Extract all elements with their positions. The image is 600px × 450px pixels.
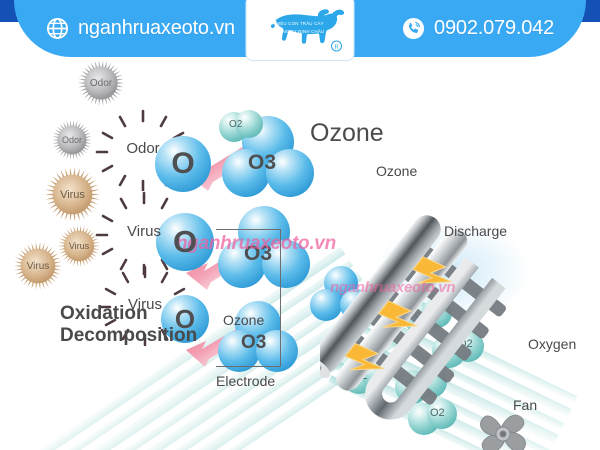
burst-virus-label: Virus — [127, 222, 161, 240]
company-logo-card[interactable]: HIỆU CON TRÂU CÀY CÔNG TY ĐỊNH CHÂU R — [245, 0, 355, 61]
burst-odor-label: Odor — [126, 139, 160, 157]
particle-virus-label: Virus — [26, 260, 50, 272]
burst-virus-label: Virus — [128, 295, 162, 313]
particle-virus: Virus — [45, 167, 100, 222]
ozone-molecule: O3 — [218, 205, 310, 293]
ozone-molecule-label: O3 — [244, 242, 273, 265]
oxygen-atom: O — [155, 212, 215, 272]
logo-line-2: CÔNG TY ĐỊNH CHÂU — [275, 29, 324, 34]
ozone-process-diagram: Odor Odor Virus Virus — [0, 57, 600, 450]
label-ozone-title: Ozone — [310, 119, 384, 147]
oxygen-atom-label: O — [171, 147, 195, 180]
particle-virus: Virus — [58, 225, 100, 267]
ozone-molecule: O3 — [218, 300, 298, 376]
particle-virus-label: Virus — [68, 241, 90, 251]
label-oxidation-decomposition: Oxidation Decomposition — [60, 303, 197, 347]
label-discharge: Discharge — [444, 223, 508, 239]
phone-call-icon — [402, 17, 425, 40]
oxygen-molecule: O2 — [219, 109, 263, 143]
oxygen-atom-label: O — [174, 303, 196, 334]
oxygen-molecule-label: O2 — [430, 407, 445, 419]
logo-line-1: HIỆU CON TRÂU CÀY — [275, 21, 323, 26]
buffalo-icon: HIỆU CON TRÂU CÀY CÔNG TY ĐỊNH CHÂU R — [270, 8, 344, 51]
header-phone-text: 0902.079.042 — [434, 17, 554, 39]
oxygen-molecule-label: O2 — [229, 119, 243, 130]
label-oxidation-line2: Decomposition — [60, 324, 198, 346]
oxygen-molecule: O2 — [408, 397, 458, 437]
label-oxygen: Oxygen — [528, 336, 577, 352]
burst-virus: Virus — [92, 262, 198, 346]
label-ozone-1: Ozone — [376, 163, 418, 179]
oxygen-atom-label: O — [172, 224, 198, 259]
registered-mark: R — [330, 40, 342, 51]
fan-icon — [480, 414, 526, 450]
label-electrode: Electrode — [216, 373, 276, 389]
globe-icon — [46, 17, 69, 40]
ozone-molecule-label: O3 — [248, 151, 277, 174]
label-fan: Fan — [513, 397, 538, 413]
header-phone-group[interactable]: 0902.079.042 — [402, 17, 554, 40]
watermark-main: nganhruaxeoto.vn — [176, 233, 336, 254]
particle-virus-label: Virus — [60, 188, 85, 201]
electrode-bracket — [216, 229, 281, 367]
particle-odor-label: Odor — [89, 77, 113, 89]
header-website-group[interactable]: nganhruaxeoto.vn — [46, 17, 235, 40]
electrode-device — [320, 215, 506, 420]
label-oxidation-line1: Oxidation — [60, 303, 148, 324]
particle-odor: Odor — [52, 120, 92, 160]
oxygen-atom: O — [154, 135, 212, 193]
header-website-text: nganhruaxeoto.vn — [78, 17, 235, 39]
oxygen-atom: O — [160, 294, 210, 344]
watermark-secondary: nganhruaxeoto.vn — [330, 279, 456, 296]
label-ozone-2: Ozone — [223, 312, 265, 328]
particle-virus: Virus — [14, 242, 62, 290]
ozone-molecule-label: O3 — [241, 332, 267, 353]
svg-text:R: R — [334, 43, 339, 50]
particle-odor-label: Odor — [61, 135, 82, 145]
particle-odor: Odor — [78, 60, 124, 106]
